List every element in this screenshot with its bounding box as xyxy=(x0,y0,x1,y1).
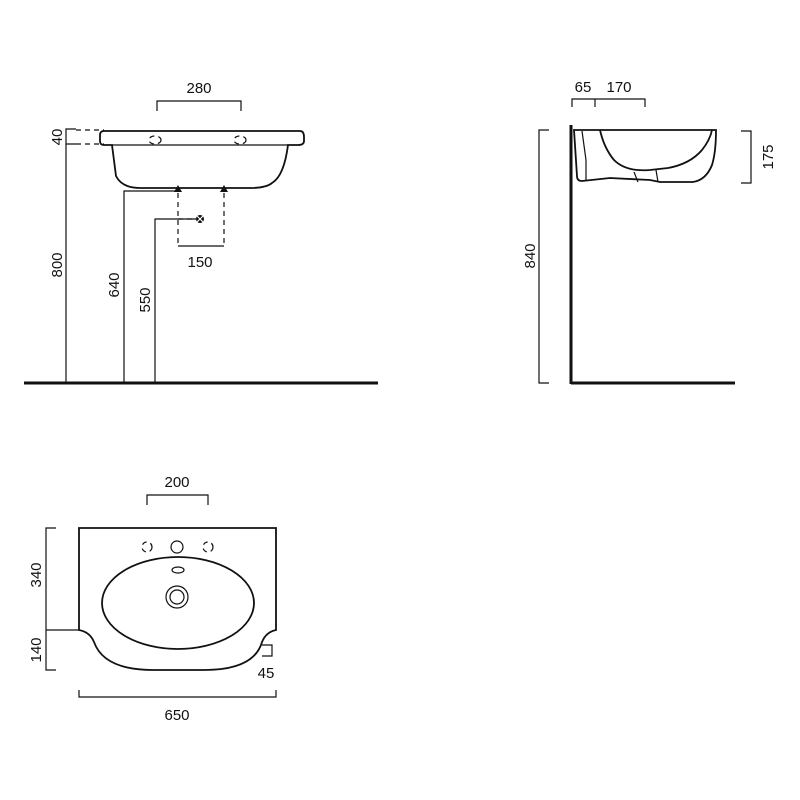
side-dim-170-label: 170 xyxy=(606,79,631,96)
top-drain-outer-icon xyxy=(165,585,189,609)
top-dim-200-line xyxy=(146,494,209,505)
front-view: 280 40 800 640 550 150 xyxy=(24,80,378,385)
front-dim-640-line xyxy=(123,190,178,383)
front-waste-outlet-icon xyxy=(195,214,205,224)
top-dim-200-label: 200 xyxy=(164,474,189,491)
top-tap-hole-right xyxy=(202,541,214,553)
front-dim-280-label: 280 xyxy=(186,80,211,97)
side-view: 65 170 175 840 xyxy=(522,79,777,385)
side-basin-drain xyxy=(633,169,659,183)
top-tap-hole-center xyxy=(170,540,184,554)
side-basin-rear xyxy=(581,130,587,180)
top-basin-outline xyxy=(78,527,277,671)
top-tap-hole-left xyxy=(141,541,153,553)
side-dim-175-line xyxy=(741,130,752,184)
top-drain-inner-icon xyxy=(169,589,185,605)
front-dim-150-label: 150 xyxy=(187,254,212,271)
front-tap-hole-right xyxy=(233,135,247,145)
side-dim-175-label: 175 xyxy=(760,144,777,169)
front-dim-550-line xyxy=(154,218,196,383)
front-tap-hole-left xyxy=(148,135,162,145)
front-water-inlet-left-icon xyxy=(174,185,182,192)
top-basin-bowl xyxy=(101,556,255,650)
top-dim-45-line xyxy=(262,644,273,657)
front-dim-280-line xyxy=(156,100,242,111)
side-dim-65-170-line xyxy=(571,98,646,107)
side-dim-65-label: 65 xyxy=(575,79,592,96)
front-dim-640-label: 640 xyxy=(106,272,123,297)
front-dim-800-label: 800 xyxy=(49,252,66,277)
front-basin-outline xyxy=(99,130,305,189)
top-view: 200 340 140 45 650 xyxy=(28,474,277,724)
top-overflow-hole xyxy=(171,566,185,574)
top-dim-45-label: 45 xyxy=(258,665,275,682)
top-dim-650-line xyxy=(78,690,277,698)
top-dim-340-label: 340 xyxy=(28,562,45,587)
front-dim-40-line xyxy=(65,128,76,145)
side-basin-bowl xyxy=(599,129,713,172)
front-water-inlet-right-icon xyxy=(220,185,228,192)
top-dim-650-label: 650 xyxy=(164,707,189,724)
side-dim-840-label: 840 xyxy=(522,243,539,268)
top-dim-140-label: 140 xyxy=(28,637,45,662)
top-dim-340-140-line xyxy=(45,527,56,671)
side-dim-840-line xyxy=(538,129,549,384)
front-dim-40-label: 40 xyxy=(49,129,66,146)
front-dim-550-label: 550 xyxy=(137,287,154,312)
side-basin-outline xyxy=(573,129,717,183)
